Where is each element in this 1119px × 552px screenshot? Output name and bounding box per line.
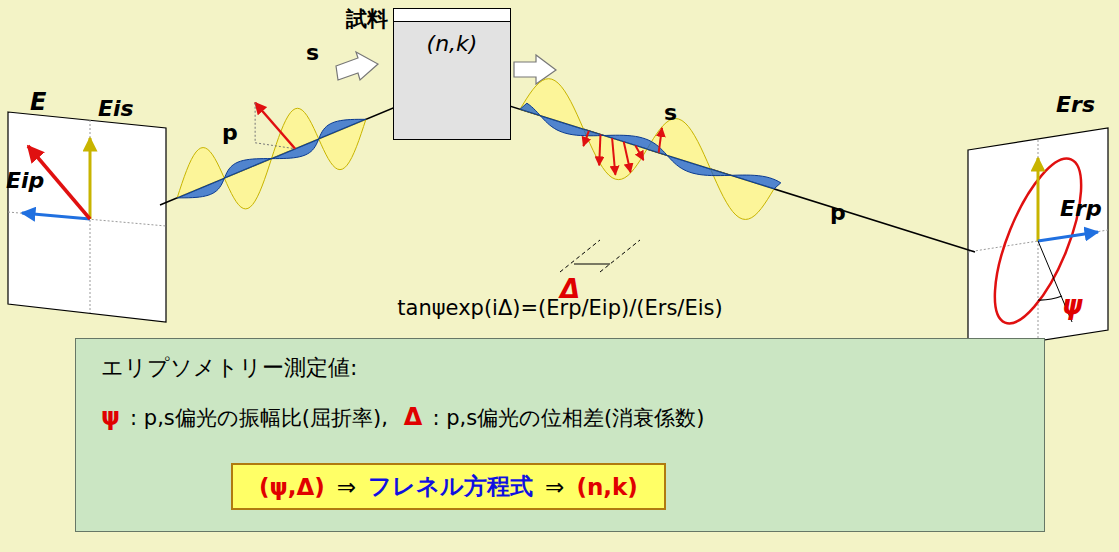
polarization-label: p (830, 200, 846, 225)
field-vector (599, 134, 600, 165)
incident-plane (8, 112, 166, 322)
p-wave (177, 119, 366, 198)
ellipsometry-formula: tanψexp(iΔ)=(Erp/Eip)/(Ers/Eis) (397, 296, 722, 320)
text-row: ψ : p,s偏光の振幅比(屈折率), Δ : p,s偏光の位相差(消衰係数) (101, 403, 705, 432)
delta-symbol: Δ (404, 403, 423, 431)
panel-heading: エリプソメトリー測定値: (101, 353, 357, 383)
field-label: Ers (1056, 92, 1095, 117)
psi-meaning: : p,s偏光の振幅比(屈折率), (130, 404, 388, 432)
field-vector (659, 128, 662, 153)
conversion-box: (ψ,Δ) ⇒ フレネル方程式 ⇒ (n,k) (231, 463, 666, 510)
measured-values: (ψ,Δ) (259, 474, 325, 500)
psi-symbol: ψ (101, 403, 120, 431)
polarization-label: s (306, 40, 319, 65)
field-vector (624, 142, 631, 173)
polarization-ellipse (977, 148, 1099, 334)
field-vector (635, 145, 643, 160)
p-wave (520, 103, 781, 189)
sample-heading: 試料 (346, 5, 388, 33)
result-panel: ψ : p,s偏光の振幅比(屈折率), Δ : p,s偏光の位相差(消衰係数) エリプソ… (75, 338, 1045, 532)
direction-arrow (336, 52, 378, 80)
conversion-arrow: ⇒ (545, 474, 564, 500)
field-label: E (30, 88, 46, 116)
reflected-plane (968, 128, 1108, 352)
conversion-arrow: ⇒ (337, 474, 356, 500)
optical-constant: (n,k) (394, 31, 510, 56)
polarization-label: s (664, 100, 677, 125)
eis-vector (89, 138, 92, 219)
fresnel-equation: フレネル方程式 (368, 471, 533, 502)
polarization-label: p (222, 120, 238, 145)
field-label: Eip (6, 168, 44, 193)
field-vector (612, 138, 615, 175)
field-vector (583, 131, 588, 146)
optical-constant: (n,k) (576, 474, 637, 500)
delta-meaning: : p,s偏光の位相差(消衰係数) (432, 404, 704, 432)
eip-vector (22, 213, 90, 219)
sample-block: 試料(n,k) (393, 8, 511, 140)
amplitude-ratio-angle: ψ (1062, 290, 1083, 320)
field-label: Erp (1060, 196, 1102, 221)
field-label: Eis (98, 96, 134, 121)
